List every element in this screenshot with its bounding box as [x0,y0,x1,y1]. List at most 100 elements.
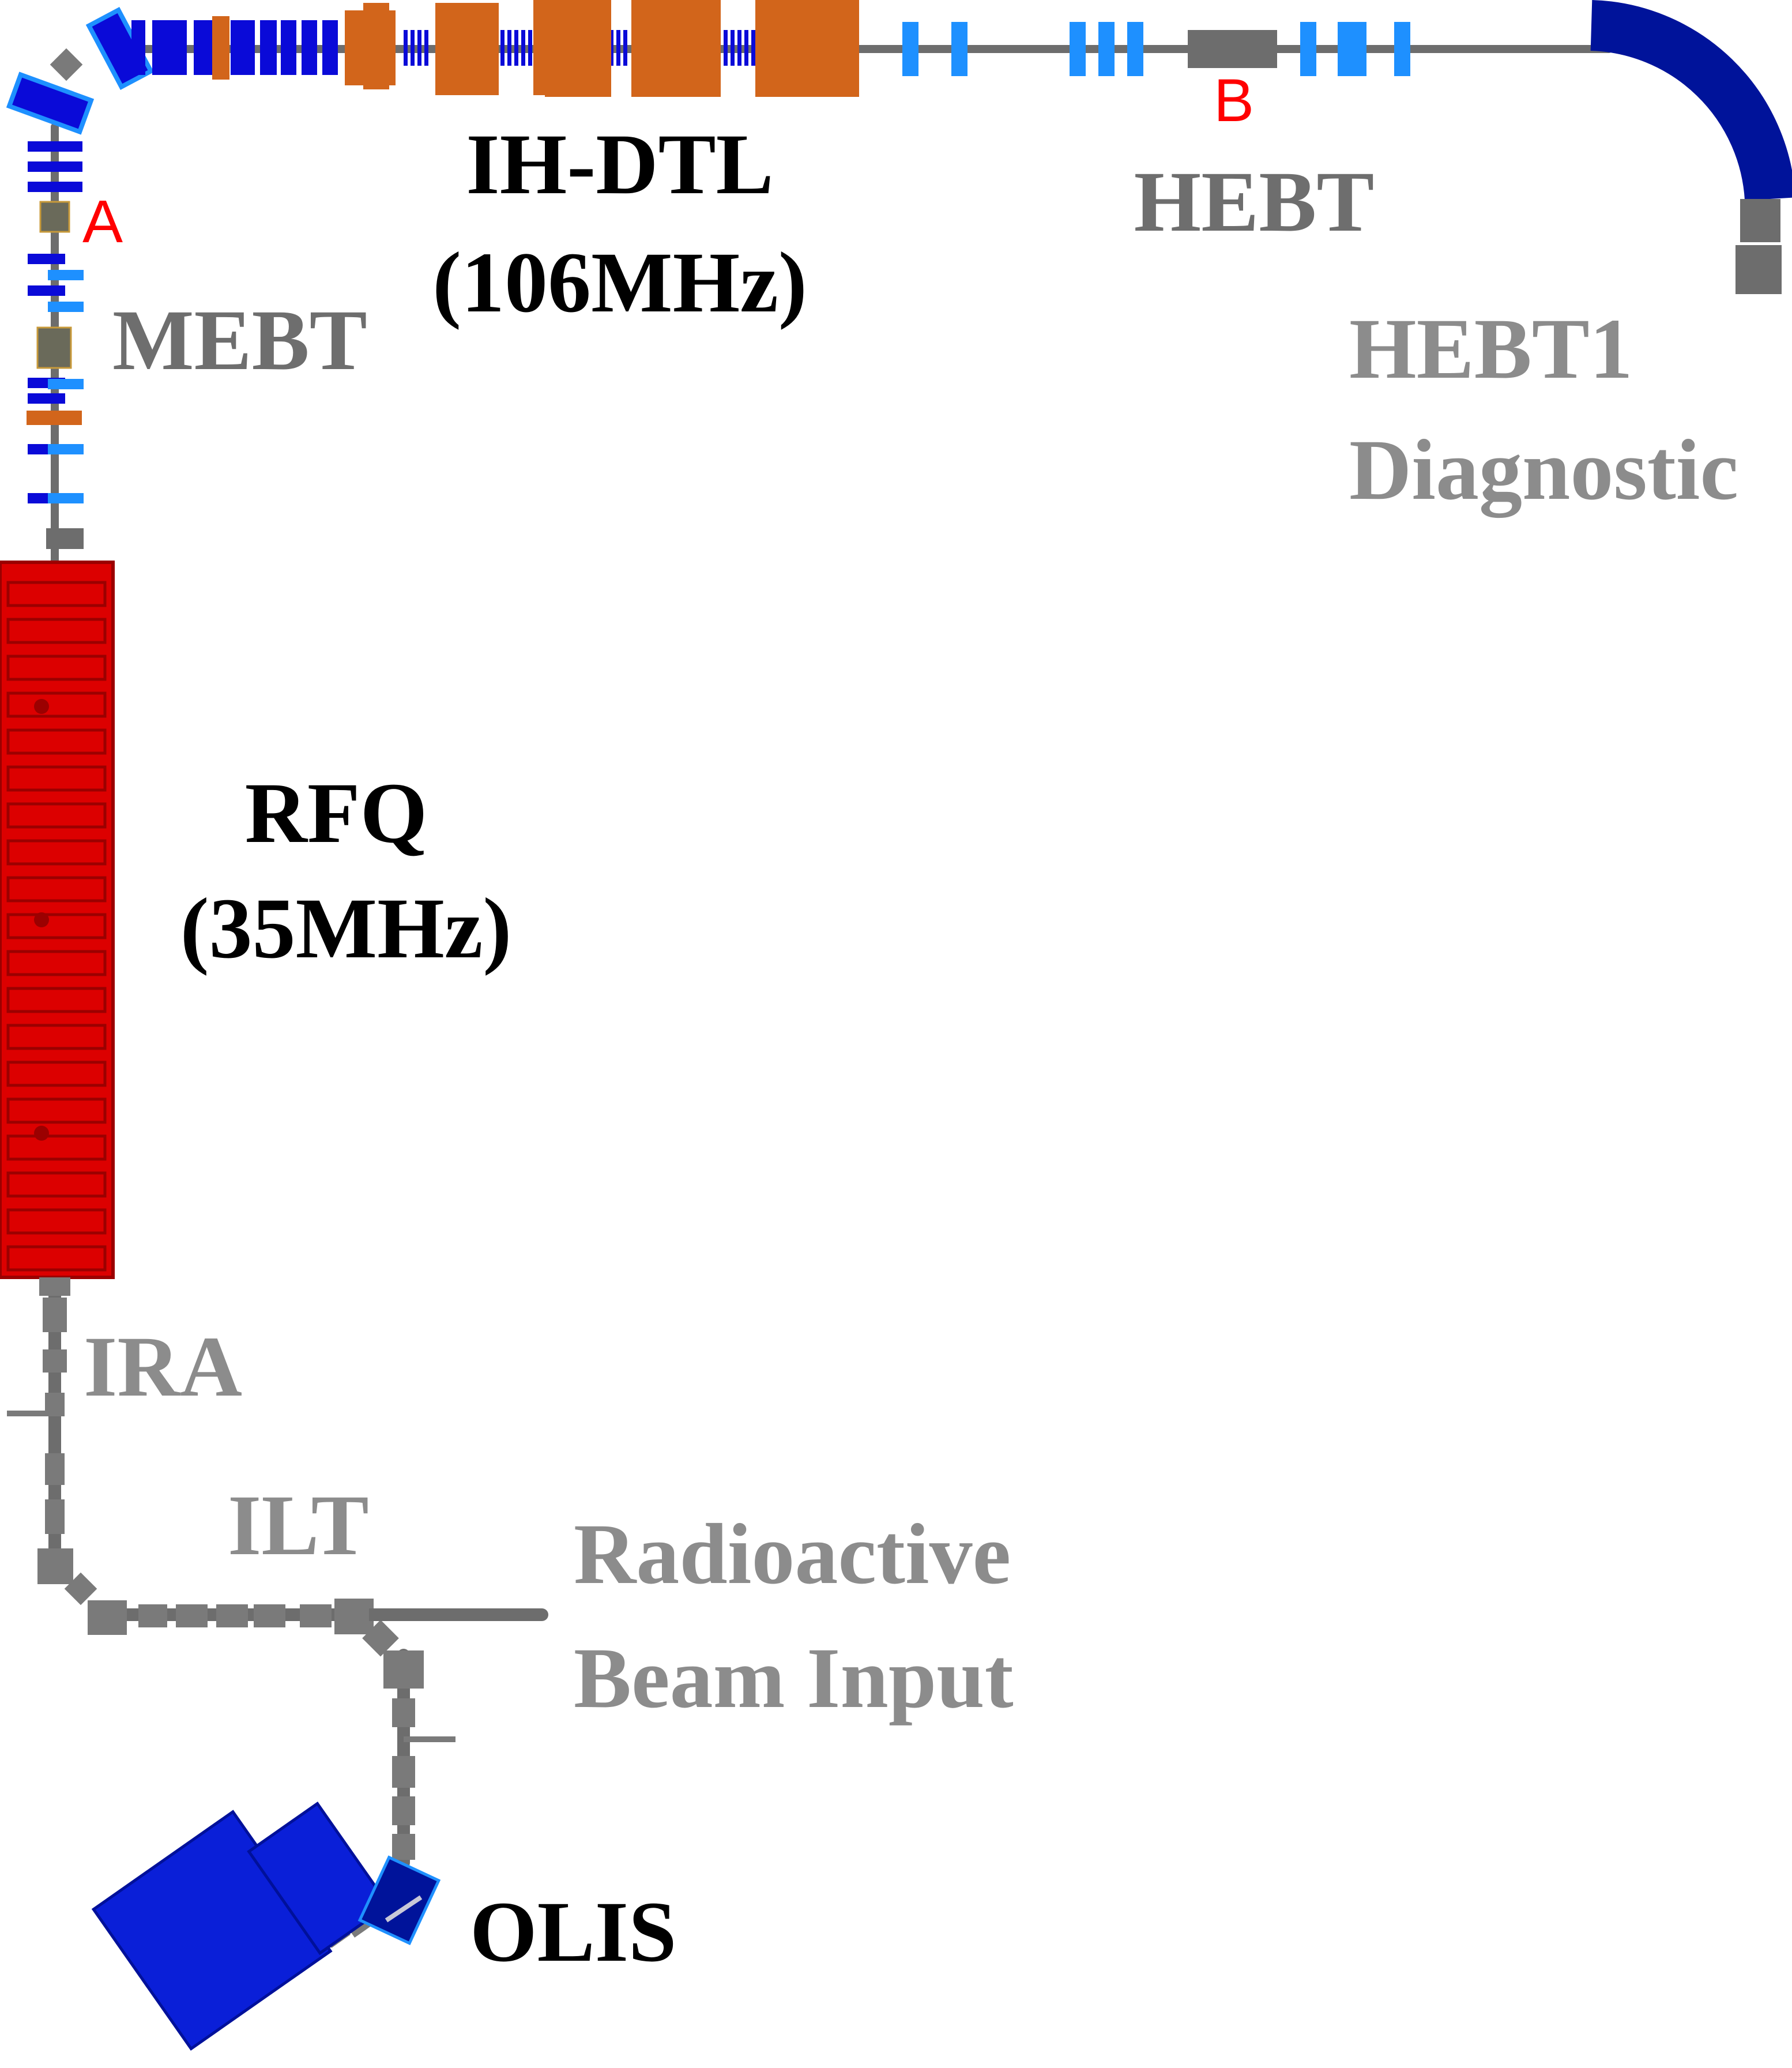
olis-label: OLIS [470,1884,677,1980]
olis-source [91,1801,441,2051]
mebt-quadrupole [48,444,84,454]
dtl-quadrupole [731,30,735,66]
olis-ion-source-block [247,1801,391,1956]
ilt-bend-box [64,1572,97,1605]
hebt-quadrupole [1394,22,1410,76]
dtl-quadrupole [324,20,338,75]
dtl-quadrupole [131,20,145,75]
ilt-element [254,1604,285,1627]
hebt-quadrupole [902,22,918,76]
dtl-quadrupole [724,30,728,66]
mebt-diagnostic-box [36,326,72,369]
dtl-quadrupole [283,20,296,75]
rfq-segment [6,876,107,903]
dtl-tank-1-end [363,3,389,89]
rfq-port [34,1126,49,1141]
dtl-quadrupole [514,30,518,66]
dtl-quadrupole [744,30,748,66]
radioactive-label: Radioactive [574,1506,1011,1602]
olis-magnet-chamber [385,1895,423,1923]
rfq-segment [6,581,107,607]
ira-element [45,1499,65,1534]
ira-flange [39,1277,70,1296]
mebt-components [27,141,84,549]
dtl-tank-5 [755,0,859,97]
ira-ilt-hardware [7,1277,455,1948]
dtl-quadrupole [623,30,627,66]
rfq-frequency-label: (35MHz) [180,881,512,976]
mebt-quadrupole [28,182,82,192]
hebt1-dipole [1590,0,1792,201]
corner-flange [50,48,83,81]
mebt-quadrupole [48,270,84,280]
rfq-segment [6,913,107,939]
hebt-components [902,22,1410,76]
dtl-tank-4 [631,0,721,97]
ira-element [43,1349,67,1373]
point-a-diagnostic-box [39,201,70,233]
rfq [0,561,115,1279]
olis-line-element [392,1756,415,1788]
rfq-segment [6,987,107,1013]
dtl-quadrupole [152,20,166,75]
mebt-quadrupole [48,302,84,312]
rfq-segment [6,950,107,976]
olis-line-element [392,1834,415,1860]
hebt-quadrupole [1127,22,1143,76]
rfq-segment [6,728,107,755]
olis-line-steerer [404,1736,455,1742]
rfq-segment [6,1061,107,1087]
rfq-segment [6,691,107,718]
dtl-quadrupole [500,30,505,66]
ilt-element [216,1604,248,1627]
hebt-quadrupole [951,22,967,76]
rfq-segment [6,765,107,792]
mebt-flange [46,528,84,549]
rfq-segment [6,802,107,829]
dtl-tank-3-cap [545,0,611,97]
corner-dipole [6,72,95,135]
mebt-quadrupole [28,141,82,152]
rfq-segment [6,1097,107,1124]
hebt-label: HEBT [1134,154,1375,250]
ira-steerer [7,1411,65,1416]
rfq-label: RFQ [245,765,428,861]
mebt-buncher [27,411,82,425]
dtl-quadrupole [417,30,421,66]
rfq-segment [6,1134,107,1161]
hebt1-bend [1590,0,1792,294]
point-b-marker: B [1214,67,1254,134]
rfq-port [34,699,49,714]
ilt-bend-box [88,1600,127,1635]
rfq-segment [6,1171,107,1198]
ira-element [45,1453,65,1485]
dtl-quadrupole [241,20,255,75]
rfq-segment [6,1208,107,1235]
hebt-quadrupole [1300,22,1316,76]
rfq-slats [6,581,107,1272]
mebt-quadrupole [28,254,65,264]
olis-line-box [383,1650,424,1689]
ilt-element [176,1604,208,1627]
mebt-quadrupole [28,161,82,172]
dtl-quadrupole [609,30,613,66]
rfq-segment [6,1024,107,1050]
olis-line-element [392,1698,415,1727]
mebt-quadrupole [28,393,65,404]
dtl-quadrupole [411,30,415,66]
dtl-quadrupole [262,20,276,75]
ih-dtl-tanks [212,0,859,97]
mebt-corner-bends [6,6,155,135]
hebt1-label: HEBT1 [1349,301,1633,397]
dtl-quadrupole [198,20,212,75]
rfq-segment [6,618,107,644]
rfq-segment [6,839,107,866]
dtl-quadrupole [751,30,755,66]
olis-analyzing-magnet [357,1855,441,1945]
dtl-quadrupole [528,30,532,66]
olis-line-element [392,1796,415,1825]
mebt-label: MEBT [112,292,367,388]
dtl-quadrupole [166,20,180,75]
